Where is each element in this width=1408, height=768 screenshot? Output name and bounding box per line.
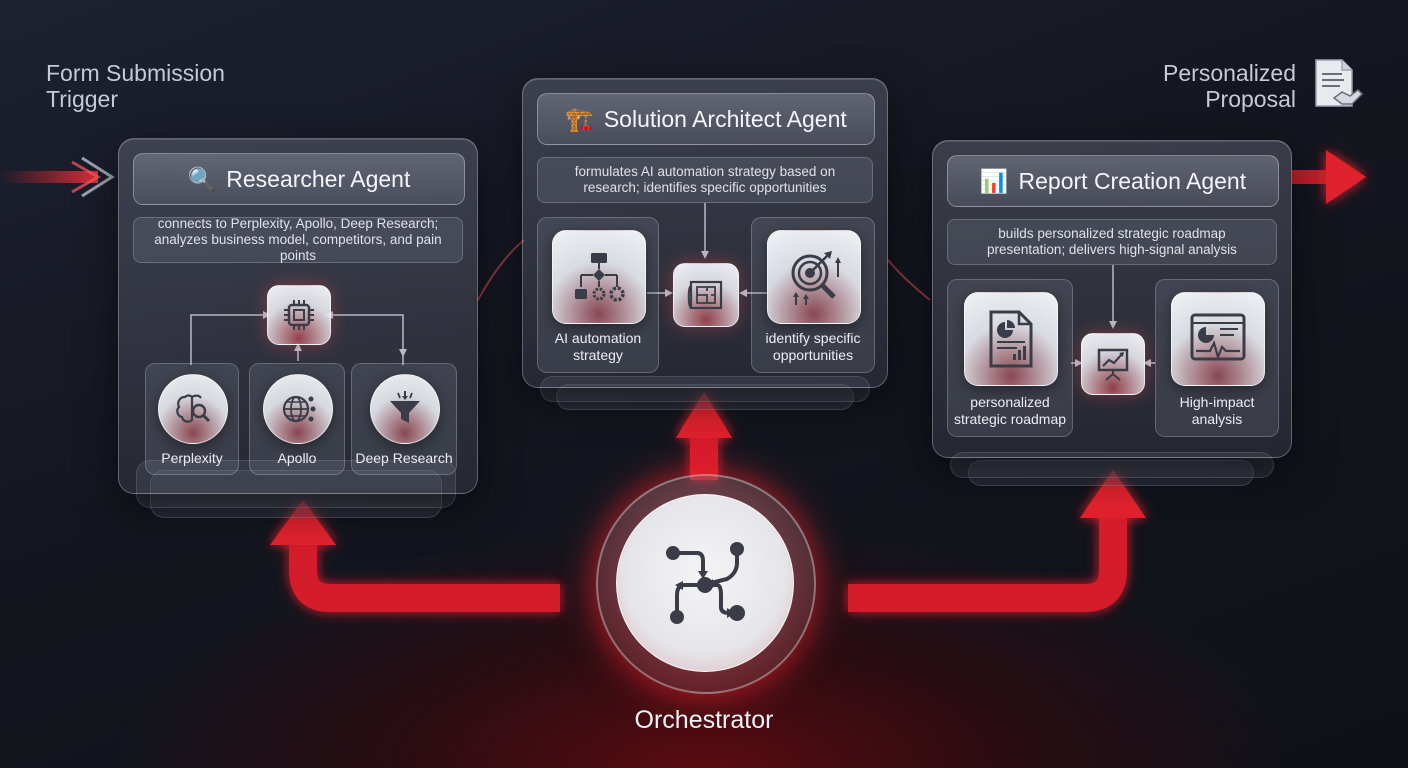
researcher-description-line2: analyzes business model, competitors, an… [154,232,442,263]
flowchart-gears-icon [552,230,646,324]
orchestrator-to-report-connector [848,470,1146,612]
tool-apollo-label: Apollo [277,450,317,466]
architect-item-1-label-line1: AI automation [554,330,642,346]
report-high-impact-analysis[interactable]: High-impact analysis [1155,279,1279,437]
target-magnifier-icon [767,230,861,324]
output-label-line1: Personalized [1163,60,1296,86]
researcher-agent-card[interactable]: 🔍 Researcher Agent connects to Perplexit… [118,138,478,494]
funnel-icon [370,374,440,444]
architect-identify-opportunities[interactable]: identify specific opportunities [751,217,875,373]
report-item-2-label: High-impact analysis [1156,394,1278,428]
dashboard-pulse-icon [1171,292,1265,386]
report-description-line2: presentation; delivers high-signal analy… [987,242,1237,257]
researcher-stack-back [150,470,442,518]
globe-network-icon [263,374,333,444]
architect-description-line1: formulates AI automation strategy based … [574,164,836,179]
output-label-line2: Proposal [1205,86,1296,112]
report-item-1-label: personalized strategic roadmap [948,394,1072,428]
architect-item-2-label: identify specific opportunities [752,330,874,364]
crane-icon: 🏗️ [565,105,594,132]
researcher-internal-connectors [190,311,407,365]
output-label: Personalized Proposal [1120,60,1296,112]
architect-internal-connectors [647,203,767,297]
architect-item-2-label-line2: opportunities [772,347,854,363]
architect-title-bar: 🏗️ Solution Architect Agent [537,93,875,145]
architect-description-line2: research; identifies specific opportunit… [583,180,827,195]
report-item-1-label-line1: personalized [970,394,1050,410]
blueprint-icon [673,263,739,327]
orchestrator-to-researcher-connector [270,500,560,612]
tool-deep-research[interactable]: Deep Research [351,363,457,475]
architect-agent-card[interactable]: 🏗️ Solution Architect Agent formulates A… [522,78,888,388]
trigger-label-line2: Trigger [46,86,118,112]
report-item-2-label-line2: analysis [1191,411,1243,427]
magnifier-icon: 🔍 [187,165,217,192]
architect-item-1-label-line2: strategy [573,347,623,363]
tool-apollo[interactable]: Apollo [249,363,345,475]
trigger-label-line1: Form Submission [46,60,225,86]
trigger-label: Form Submission Trigger [46,60,225,112]
researcher-description-line1: connects to Perplexity, Apollo, Deep Res… [157,216,439,231]
report-personalized-roadmap[interactable]: personalized strategic roadmap [947,279,1073,437]
orchestrator-node[interactable] [616,494,794,672]
flow-hint-2 [887,259,931,301]
architect-item-2-label-line1: identify specific [765,330,861,346]
brain-search-icon [158,374,228,444]
researcher-title-bar: 🔍 Researcher Agent [133,153,465,205]
architect-ai-automation-strategy[interactable]: AI automation strategy [537,217,659,373]
architect-stack-back [556,384,854,410]
orchestrator-label: Orchestrator [634,706,774,734]
trigger-arrow [0,156,115,198]
flow-hint-1 [477,239,525,301]
report-title-bar: 📊 Report Creation Agent [947,155,1279,207]
report-agent-card[interactable]: 📊 Report Creation Agent builds personali… [932,140,1292,458]
workflow-nodes-icon [666,542,745,624]
report-stack-back [968,460,1254,486]
bar-chart-icon: 📊 [979,167,1009,194]
report-title: Report Creation Agent [1018,167,1247,194]
report-stack-mid [950,452,1274,478]
tool-deep-research-label: Deep Research [355,450,453,466]
report-description: builds personalized strategic roadmap pr… [947,219,1277,265]
architect-title: Solution Architect Agent [603,105,847,132]
report-description-line1: builds personalized strategic roadmap [998,226,1226,241]
report-item-2-label-line1: High-impact [1179,394,1255,410]
architect-item-1-label: AI automation strategy [538,330,658,364]
architect-stack-mid [540,376,870,402]
report-internal-connectors [1071,265,1155,367]
researcher-description: connects to Perplexity, Apollo, Deep Res… [133,216,463,263]
document-handshake-icon [1312,58,1364,112]
tool-perplexity-label: Perplexity [161,450,223,466]
researcher-title: Researcher Agent [226,165,411,192]
chip-icon [267,285,331,345]
report-item-1-label-line2: strategic roadmap [953,411,1067,427]
architect-description: formulates AI automation strategy based … [537,157,873,203]
researcher-stack-mid [136,460,456,508]
output-arrow [1292,150,1366,204]
tool-perplexity[interactable]: Perplexity [145,363,239,475]
report-document-icon [964,292,1058,386]
presentation-chart-icon [1081,333,1145,395]
